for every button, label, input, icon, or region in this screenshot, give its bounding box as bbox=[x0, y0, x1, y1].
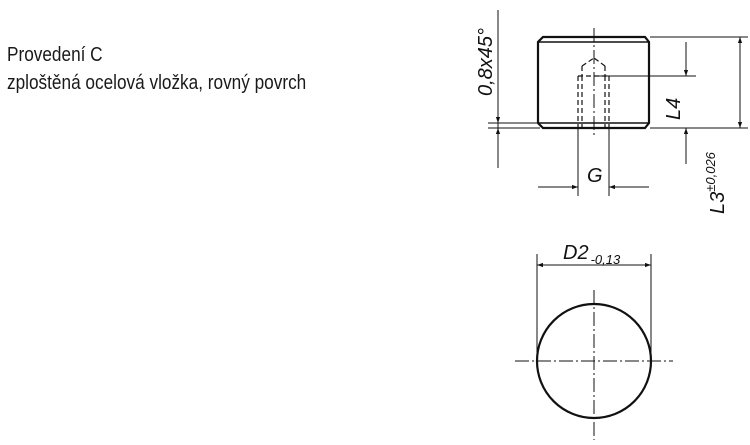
top-view bbox=[515, 290, 673, 440]
caption: Provedení C zploštěná ocelová vložka, ro… bbox=[7, 41, 306, 97]
d2-label: D2-0,13 bbox=[563, 242, 621, 267]
variant-description: zploštěná ocelová vložka, rovný povrch bbox=[7, 72, 307, 94]
g-dimension bbox=[538, 128, 649, 196]
chamfer-dimension bbox=[488, 10, 540, 168]
g-label: G bbox=[587, 165, 603, 187]
d2-dimension bbox=[536, 254, 652, 361]
l3-symbol: L3 bbox=[707, 192, 729, 214]
variant-title: Provedení C bbox=[7, 44, 103, 66]
side-view bbox=[536, 28, 651, 135]
l3-label: L3±0,026 bbox=[703, 151, 729, 214]
l3-dimension bbox=[650, 36, 748, 129]
d2-tolerance: -0,13 bbox=[591, 252, 621, 267]
side-view-outline bbox=[536, 35, 651, 130]
l4-label: L4 bbox=[663, 98, 685, 120]
chamfer-label: 0,8x45° bbox=[475, 28, 497, 96]
l3-tolerance: ±0,026 bbox=[703, 151, 718, 191]
d2-symbol: D2 bbox=[563, 242, 589, 264]
